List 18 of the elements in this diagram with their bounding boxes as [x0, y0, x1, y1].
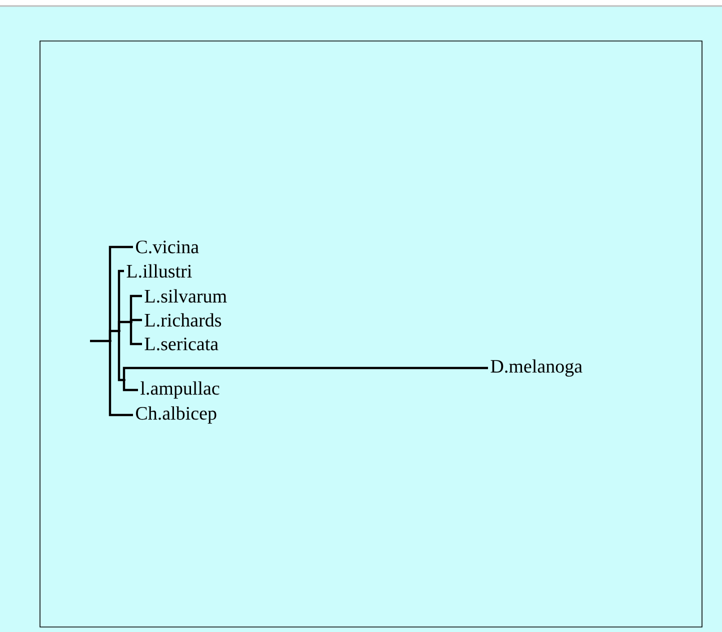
taxon-label: l.ampullac	[140, 381, 220, 399]
taxon-label: L.richards	[144, 313, 222, 327]
tree-branch	[118, 320, 131, 331]
tree-branch	[108, 341, 133, 416]
tree-branch	[90, 340, 110, 342]
tree-branch	[130, 318, 142, 322]
taxon-label: C.vicina	[136, 240, 199, 254]
tree-branch	[118, 331, 124, 382]
tree-branch	[108, 330, 119, 341]
tree-branch	[130, 322, 142, 346]
tree-branch	[122, 380, 138, 392]
taxon-label: Ch.albicep	[136, 406, 216, 424]
taxon-label: L.illustri	[126, 264, 192, 278]
tree-branch	[130, 294, 142, 322]
taxon-label: D.melanoga	[490, 359, 582, 377]
taxon-label: L.silvarum	[144, 289, 227, 303]
tree-branch	[122, 366, 488, 380]
taxon-label: L.sericata	[144, 338, 218, 350]
